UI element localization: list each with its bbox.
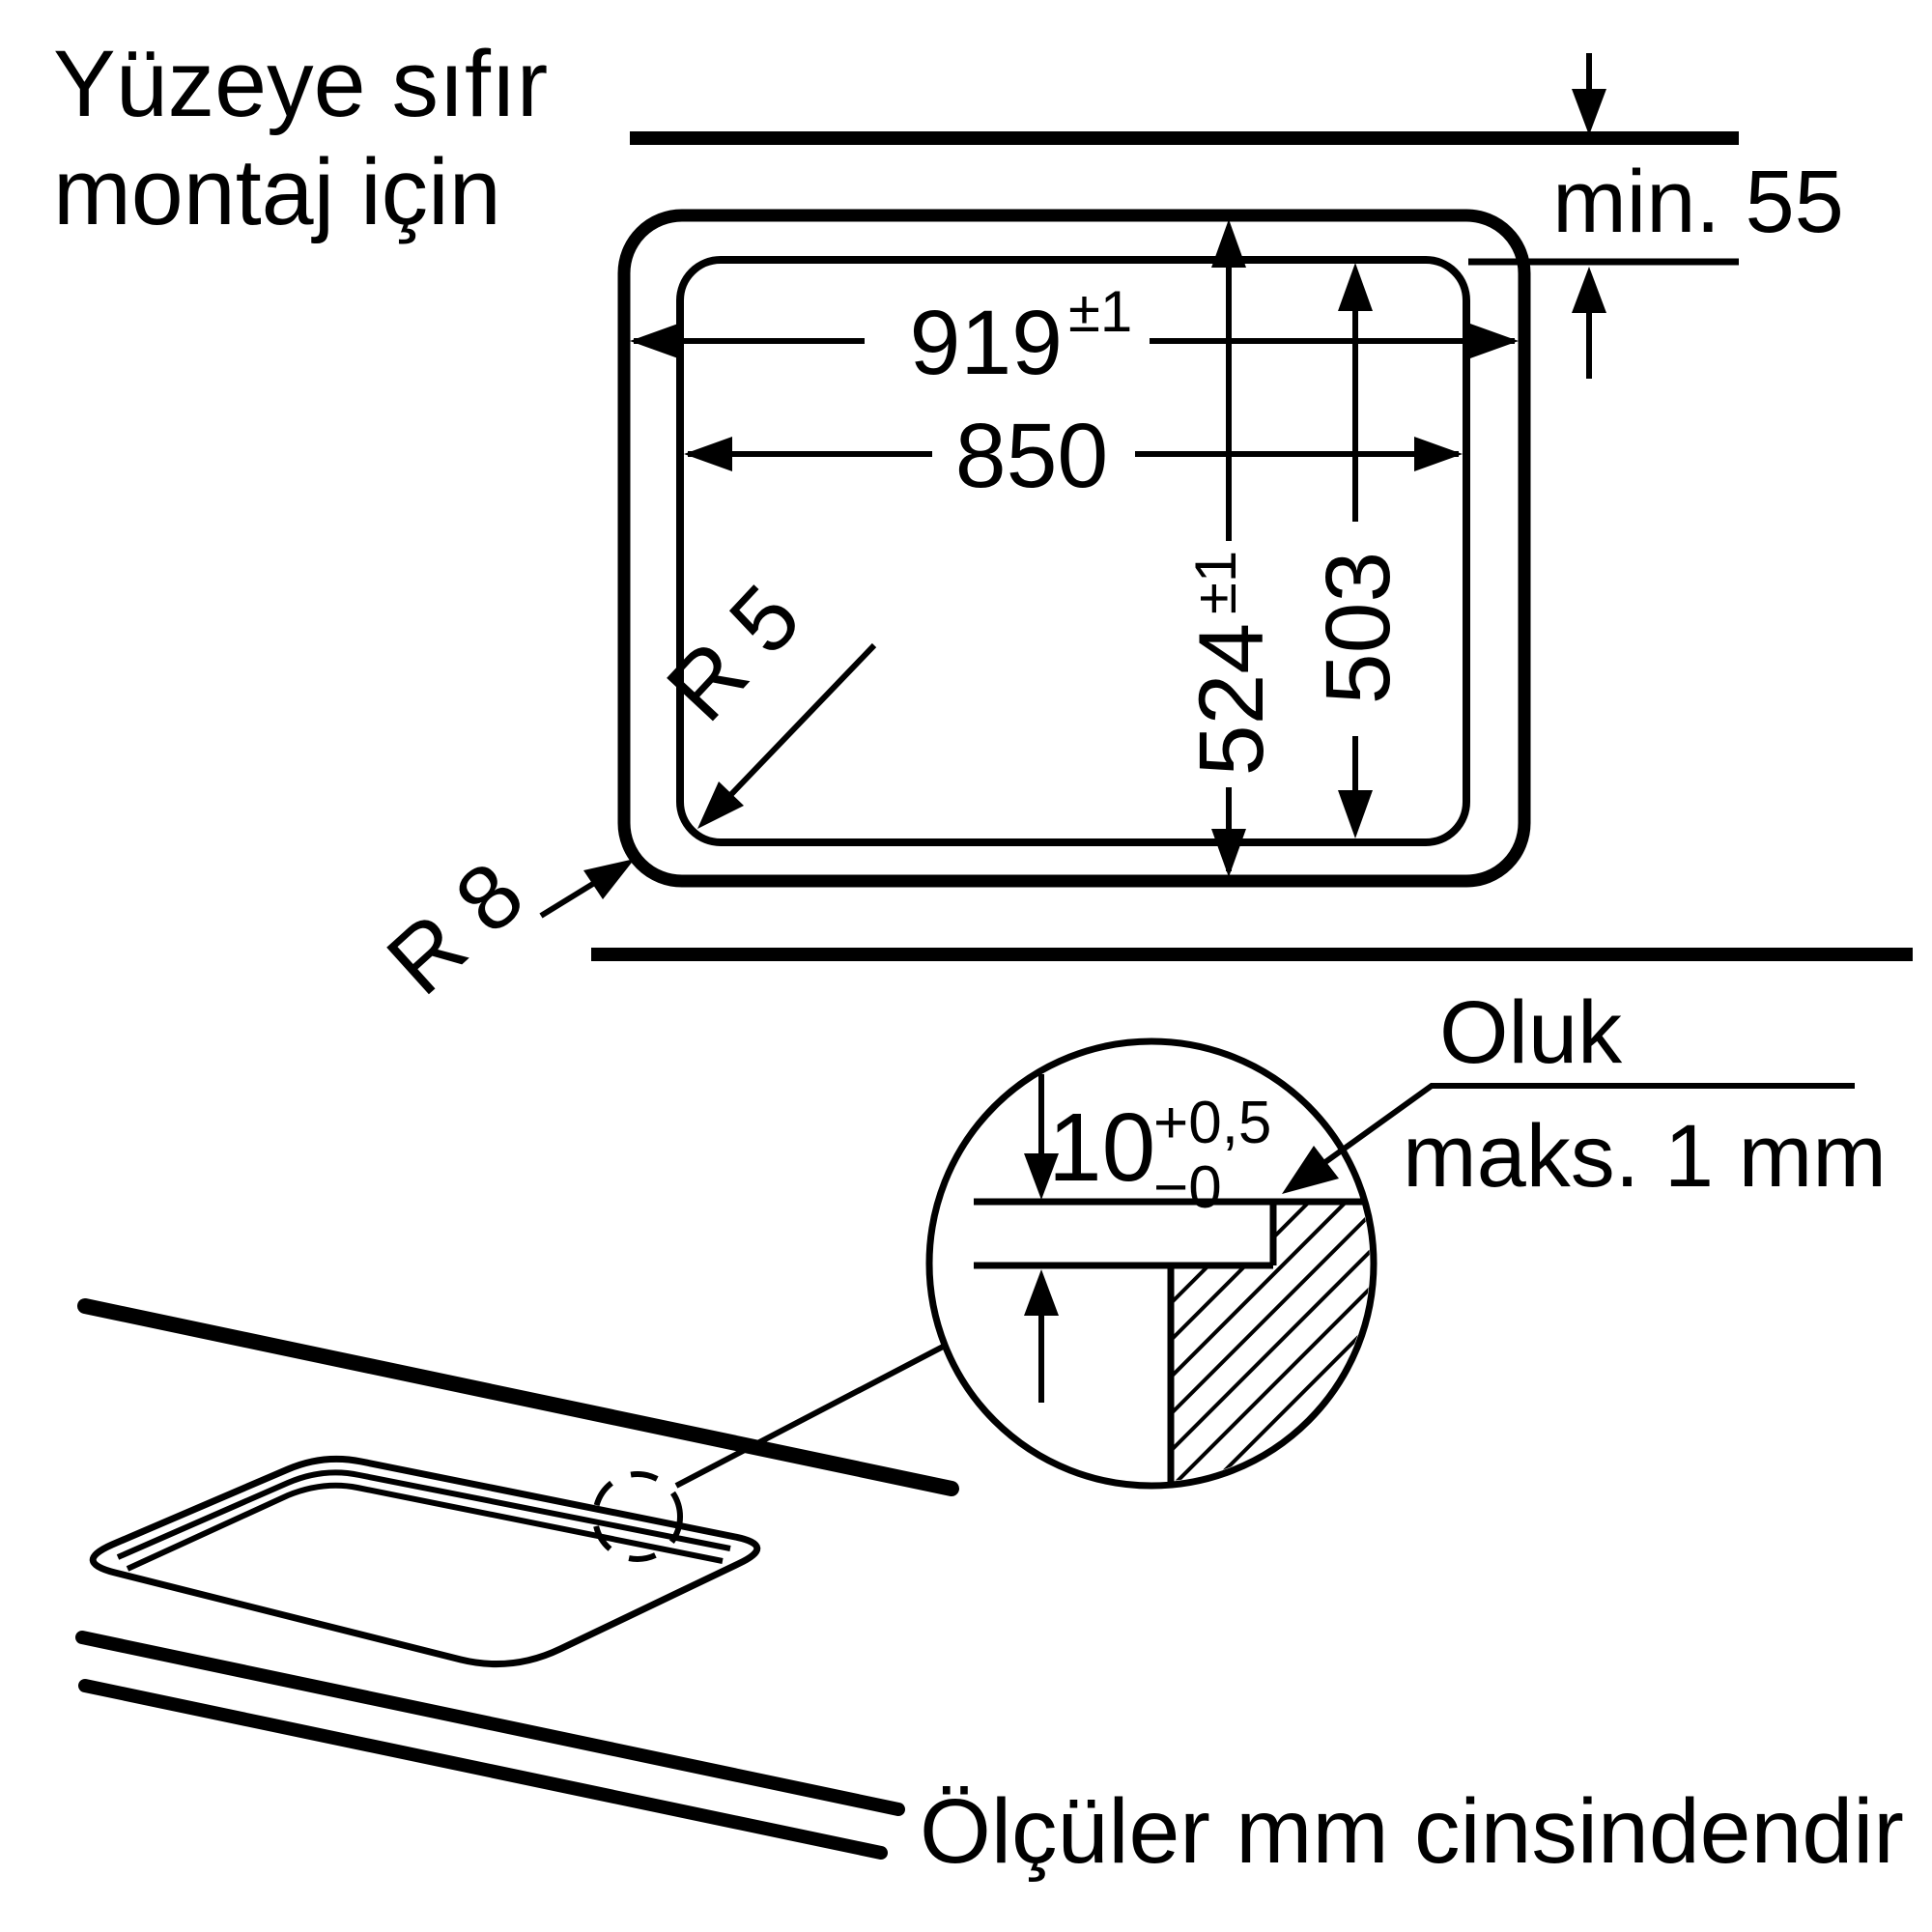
inner-height-label: 503 bbox=[1307, 552, 1409, 705]
cooktop-outline bbox=[89, 1455, 761, 1668]
counter-front-edge-bottom bbox=[78, 1679, 888, 1860]
rebate-tolerance-minus: −0 bbox=[1153, 1154, 1222, 1221]
groove-value: maks. 1 mm bbox=[1403, 1107, 1887, 1206]
counter-back-edge bbox=[77, 1298, 959, 1496]
outer-width-label: 919 bbox=[909, 292, 1063, 394]
leader-line bbox=[1293, 1083, 1855, 1187]
arrowhead-up-icon bbox=[1338, 263, 1373, 311]
arrowhead-up-icon bbox=[1024, 1269, 1059, 1316]
detail-circle bbox=[925, 1037, 1378, 1490]
detail-leader-line bbox=[674, 1342, 949, 1489]
arrowhead-icon bbox=[697, 781, 744, 829]
inner-height-dimension: 503 bbox=[1307, 263, 1409, 838]
counter-front-edge-top bbox=[75, 1631, 905, 1816]
rebate-tolerance-plus: +0,5 bbox=[1153, 1090, 1271, 1156]
rebate-depth-dimension: 10 +0,5 −0 bbox=[1024, 1074, 1271, 1403]
outer-radius-callout: R 8 bbox=[368, 842, 635, 1014]
arrowhead-icon bbox=[583, 859, 635, 899]
min-distance-dimension: min. 55 bbox=[1468, 53, 1844, 379]
footer-units-note: Ölçüler mm cinsindendir bbox=[920, 1780, 1904, 1883]
cooktop-rim-line bbox=[116, 1469, 731, 1560]
arrowhead-down-icon bbox=[1338, 790, 1373, 838]
inner-width-label: 850 bbox=[955, 405, 1109, 507]
arrowhead-right-icon bbox=[1414, 437, 1463, 471]
arrowhead-icon bbox=[1282, 1146, 1339, 1194]
arrowhead-down-icon bbox=[1211, 829, 1246, 877]
groove-label: Oluk bbox=[1439, 983, 1623, 1082]
countertop-section bbox=[1171, 1202, 1370, 1482]
outer-width-dimension: 919 ±1 bbox=[630, 279, 1519, 394]
arrowhead-up-icon bbox=[1211, 219, 1246, 268]
arrowhead-right-icon bbox=[1470, 324, 1519, 358]
outer-width-tolerance: ±1 bbox=[1068, 279, 1132, 344]
title-line-1: Yüzeye sıfır bbox=[53, 31, 548, 136]
cooktop-rim-line bbox=[126, 1482, 724, 1572]
outer-height-tolerance: ±1 bbox=[1183, 551, 1248, 614]
arrowhead-left-icon bbox=[630, 324, 678, 358]
outer-radius-label: R 8 bbox=[368, 842, 543, 1014]
groove-callout: Oluk maks. 1 mm bbox=[1282, 983, 1887, 1206]
detail-marker-circle bbox=[592, 1471, 683, 1562]
cutout-plan-view: min. 55 919 ±1 850 bbox=[368, 53, 1913, 1014]
hatched-material bbox=[1171, 1202, 1370, 1482]
outer-height-label: 524 bbox=[1180, 623, 1283, 777]
inner-radius-label: R 5 bbox=[647, 566, 819, 740]
min-distance-label: min. 55 bbox=[1552, 153, 1844, 251]
title-line-2: montaj için bbox=[53, 139, 501, 244]
outer-cutout-outline bbox=[617, 209, 1531, 888]
arrowhead-down-icon bbox=[1024, 1153, 1059, 1200]
rebate-depth-label: 10 bbox=[1048, 1094, 1155, 1202]
perspective-view bbox=[75, 1298, 959, 1860]
inner-cutout-outline bbox=[676, 256, 1470, 846]
arrowhead-left-icon bbox=[684, 437, 732, 471]
outer-height-dimension: 524 ±1 bbox=[1180, 219, 1283, 877]
inner-width-dimension: 850 bbox=[684, 405, 1463, 507]
detail-section-view: 10 +0,5 −0 Oluk maks. 1 mm bbox=[925, 983, 1887, 1490]
title: Yüzeye sıfır montaj için bbox=[53, 31, 548, 244]
leader-line bbox=[712, 642, 877, 814]
arrowhead-up-icon bbox=[1572, 267, 1606, 313]
arrowhead-down-icon bbox=[1572, 89, 1606, 135]
